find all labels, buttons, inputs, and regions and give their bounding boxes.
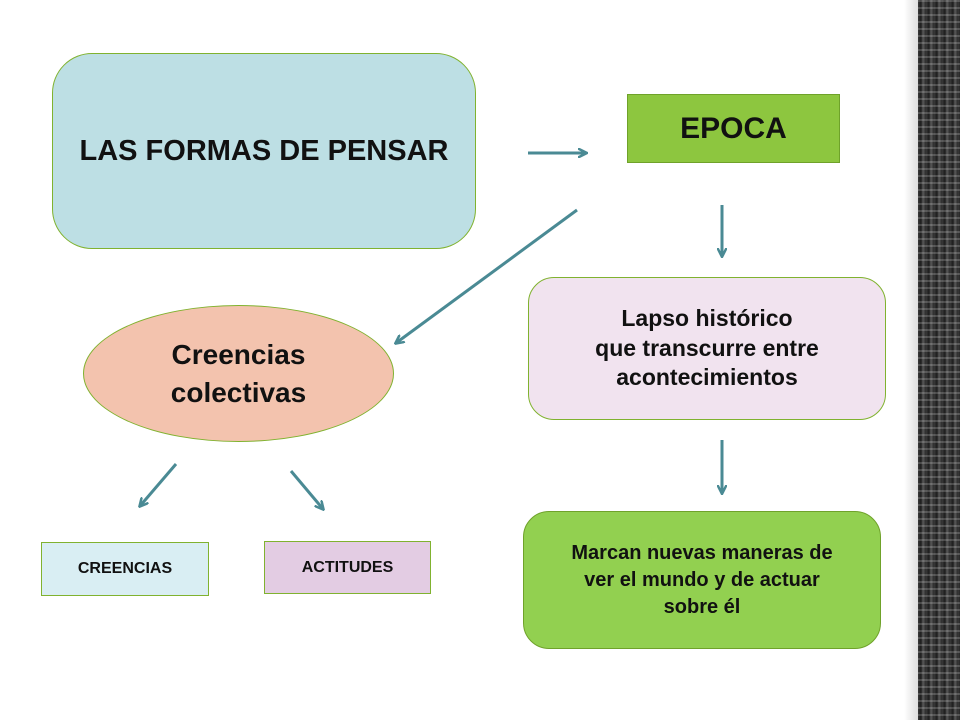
node-lapso-historico: Lapso histórico que transcurre entre aco… [528,277,886,420]
node-las-formas-de-pensar: LAS FORMAS DE PENSAR [52,53,476,249]
node-label: Creencias colectivas [170,338,307,408]
node-epoca: EPOCA [627,94,840,163]
node-label: EPOCA [680,111,787,145]
node-creencias: CREENCIAS [41,542,209,596]
node-label: ACTITUDES [301,558,394,576]
node-creencias-colectivas: Creencias colectivas [83,305,394,442]
node-label: Lapso histórico que transcurre entre aco… [595,304,819,391]
arrow-to-creencias [140,463,178,506]
node-marcan-nuevas-maneras: Marcan nuevas maneras de ver el mundo y … [523,511,881,649]
decorative-film-border [904,0,960,720]
node-label: Marcan nuevas maneras de ver el mundo y … [571,541,833,618]
node-label: LAS FORMAS DE PENSAR [79,134,449,167]
node-actitudes: ACTITUDES [264,541,431,594]
node-label: CREENCIAS [77,560,173,577]
arrow-formas-to-creencias-colectivas [396,208,578,343]
arrow-to-actitudes [289,470,323,509]
